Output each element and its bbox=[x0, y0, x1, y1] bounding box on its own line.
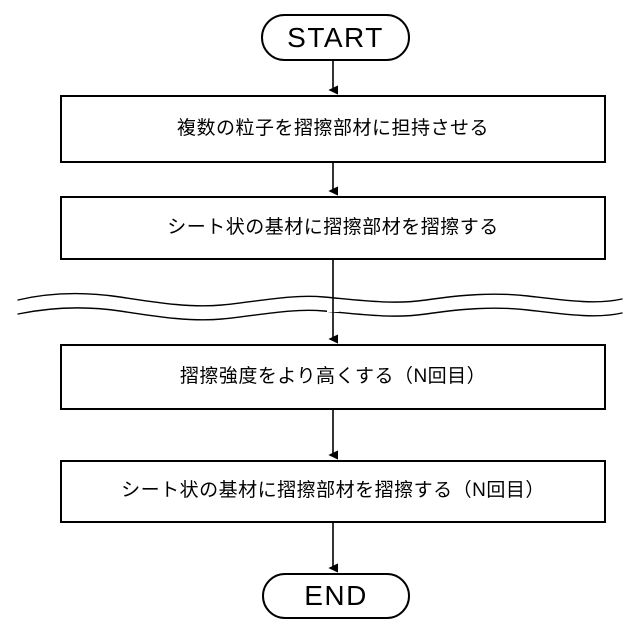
node-end: END bbox=[262, 573, 410, 619]
node-start-label: START bbox=[287, 21, 384, 53]
node-step1-label: 複数の粒子を摺擦部材に担持させる bbox=[176, 117, 489, 139]
node-step3-label: 摺擦強度をより高くする（N回目） bbox=[179, 365, 487, 387]
wavy-break-line-lower bbox=[17, 307, 623, 321]
node-step4-label: シート状の基材に摺擦部材を摺擦する（N回目） bbox=[121, 480, 545, 502]
node-end-label: END bbox=[304, 580, 368, 611]
node-step3: 摺擦強度をより高くする（N回目） bbox=[60, 344, 606, 410]
node-step1: 複数の粒子を摺擦部材に担持させる bbox=[60, 95, 606, 163]
node-step4: シート状の基材に摺擦部材を摺擦する（N回目） bbox=[60, 460, 606, 523]
node-step2-label: シート状の基材に摺擦部材を摺擦する bbox=[167, 216, 499, 238]
wavy-break-line-upper bbox=[17, 292, 623, 307]
node-step2: シート状の基材に摺擦部材を摺擦する bbox=[60, 196, 606, 260]
node-start: START bbox=[261, 14, 410, 61]
